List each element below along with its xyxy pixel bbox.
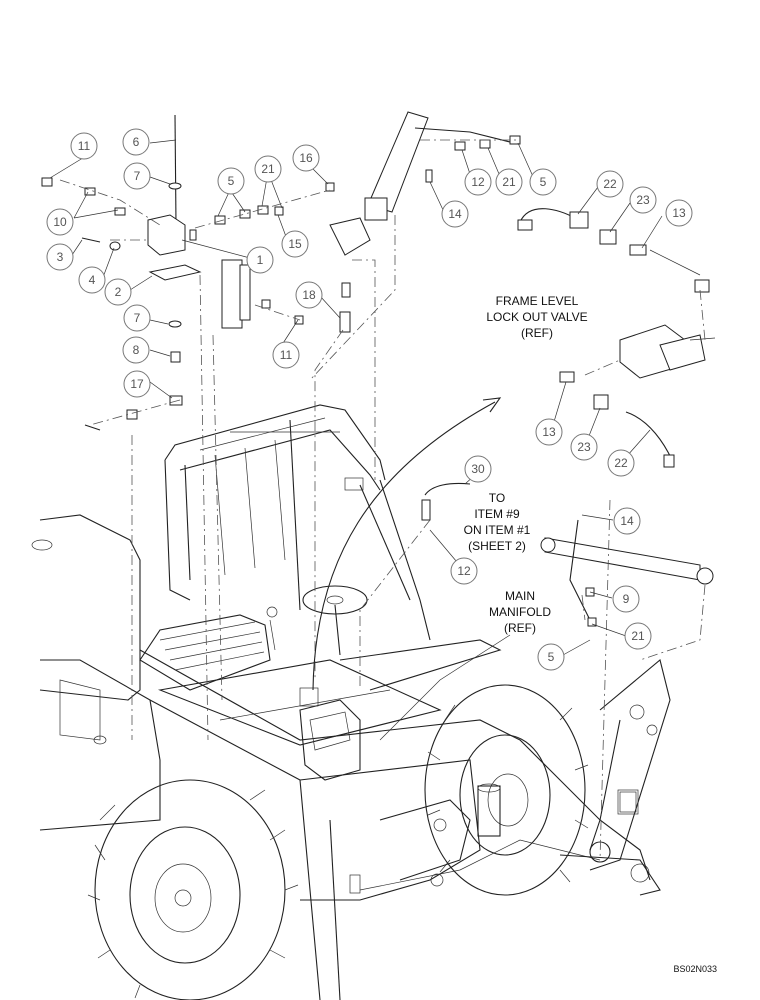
callout-7b: 7 xyxy=(123,304,151,332)
callout-23: 23 xyxy=(629,186,657,214)
to-item-line-1: TO xyxy=(489,491,505,505)
to-item-note: TO ITEM #9 ON ITEM #1 (SHEET 2) xyxy=(464,491,531,553)
svg-text:7: 7 xyxy=(134,169,141,183)
svg-text:23: 23 xyxy=(636,193,650,207)
callout-23b: 23 xyxy=(570,433,598,461)
callout-3: 3 xyxy=(46,243,74,271)
callout-21: 21 xyxy=(254,155,282,183)
callout-8: 8 xyxy=(122,336,150,364)
callout-12b: 12 xyxy=(450,557,478,585)
svg-text:6: 6 xyxy=(133,135,140,149)
svg-text:18: 18 xyxy=(302,288,316,302)
svg-text:16: 16 xyxy=(299,151,313,165)
callout-1: 1 xyxy=(246,246,274,274)
callout-16: 16 xyxy=(292,144,320,172)
callout-21b: 21 xyxy=(495,168,523,196)
svg-text:23: 23 xyxy=(577,440,591,454)
callout-30: 30 xyxy=(464,455,492,483)
svg-text:13: 13 xyxy=(672,206,686,220)
callout-22: 22 xyxy=(596,170,624,198)
svg-text:21: 21 xyxy=(631,629,645,643)
svg-text:21: 21 xyxy=(502,175,516,189)
callout-12: 12 xyxy=(464,168,492,196)
svg-text:12: 12 xyxy=(471,175,485,189)
callout-10: 10 xyxy=(46,208,74,236)
frame-level-line-2: LOCK OUT VALVE xyxy=(486,310,587,324)
svg-text:7: 7 xyxy=(134,311,141,325)
svg-text:8: 8 xyxy=(133,343,140,357)
svg-text:12: 12 xyxy=(457,564,471,578)
callout-11b: 11 xyxy=(272,341,300,369)
svg-text:13: 13 xyxy=(542,425,556,439)
callout-21c: 21 xyxy=(624,622,652,650)
reference-arrow xyxy=(312,397,502,691)
callout-2: 2 xyxy=(104,278,132,306)
callouts: 11 6 7 5 21 16 10 3 4 1 15 2 7 8 11 18 1… xyxy=(46,128,693,671)
callout-15: 15 xyxy=(281,230,309,258)
svg-text:22: 22 xyxy=(603,177,617,191)
main-manifold-line-1: MAIN xyxy=(505,589,535,603)
frame-level-line-3: (REF) xyxy=(521,326,553,340)
to-item-line-2: ITEM #9 xyxy=(474,507,520,521)
svg-text:14: 14 xyxy=(448,207,462,221)
exploded-parts xyxy=(41,111,716,627)
svg-text:5: 5 xyxy=(548,650,555,664)
leader-lines xyxy=(49,139,706,861)
svg-text:21: 21 xyxy=(261,162,275,176)
svg-text:30: 30 xyxy=(471,462,485,476)
callout-13: 13 xyxy=(665,199,693,227)
frame-level-line-1: FRAME LEVEL xyxy=(496,294,579,308)
callout-4: 4 xyxy=(78,266,106,294)
svg-text:11: 11 xyxy=(78,139,91,153)
drawing-code: BS02N033 xyxy=(673,964,717,974)
svg-text:11: 11 xyxy=(280,348,293,362)
to-item-line-3: ON ITEM #1 xyxy=(464,523,531,537)
svg-text:10: 10 xyxy=(53,215,67,229)
callout-7: 7 xyxy=(123,162,151,190)
callout-14: 14 xyxy=(441,200,469,228)
svg-text:22: 22 xyxy=(614,456,628,470)
svg-text:2: 2 xyxy=(115,285,122,299)
callout-11: 11 xyxy=(70,132,98,160)
main-manifold-note: MAIN MANIFOLD (REF) xyxy=(489,589,551,635)
callout-18: 18 xyxy=(295,281,323,309)
svg-text:17: 17 xyxy=(130,377,144,391)
callout-9: 9 xyxy=(612,585,640,613)
svg-text:5: 5 xyxy=(228,174,235,188)
callout-5: 5 xyxy=(217,167,245,195)
callout-6: 6 xyxy=(122,128,150,156)
callout-5c: 5 xyxy=(537,643,565,671)
svg-text:1: 1 xyxy=(257,253,264,267)
svg-text:4: 4 xyxy=(89,273,96,287)
callout-5b: 5 xyxy=(529,168,557,196)
to-item-line-4: (SHEET 2) xyxy=(468,539,526,553)
frame-level-note: FRAME LEVEL LOCK OUT VALVE (REF) xyxy=(486,294,587,340)
machine-body xyxy=(31,404,671,1000)
svg-text:14: 14 xyxy=(620,514,634,528)
callout-22b: 22 xyxy=(607,449,635,477)
callout-13b: 13 xyxy=(535,418,563,446)
main-manifold-line-2: MANIFOLD xyxy=(489,605,551,619)
svg-text:5: 5 xyxy=(540,175,547,189)
main-manifold-line-3: (REF) xyxy=(504,621,536,635)
callout-17: 17 xyxy=(123,370,151,398)
arm-decal xyxy=(619,791,637,813)
callout-14b: 14 xyxy=(613,507,641,535)
svg-text:3: 3 xyxy=(57,250,64,264)
svg-text:15: 15 xyxy=(288,237,302,251)
svg-text:9: 9 xyxy=(623,592,630,606)
